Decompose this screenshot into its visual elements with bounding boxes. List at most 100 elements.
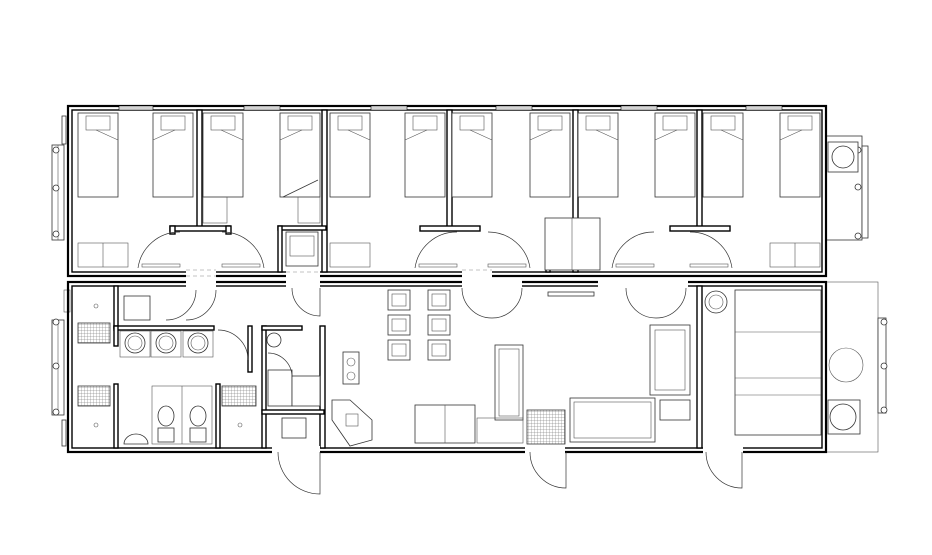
door-swing-icon: [487, 231, 531, 269]
table-inner: [431, 318, 447, 332]
door-leaf: [221, 263, 261, 268]
door-swing-icon: [461, 287, 523, 319]
door-leaf: [615, 263, 655, 268]
windows: [118, 105, 783, 111]
refrigerator-icon: [494, 344, 524, 421]
mechanical-room: [266, 332, 373, 447]
bed-frame: [152, 112, 194, 198]
door-swing-icon: [625, 287, 687, 319]
shower-icon: [77, 322, 111, 344]
blanket-fold: [654, 129, 678, 141]
pillow: [537, 115, 563, 131]
toilet-icon: [157, 405, 175, 427]
chair-icon: [659, 399, 691, 421]
bed-frame: [329, 112, 371, 198]
door-swing-icon: [414, 231, 458, 269]
bed-frame: [202, 112, 244, 198]
bed-icon: [779, 112, 821, 198]
bed-icon: [329, 112, 371, 198]
blanket-fold: [347, 129, 371, 141]
bed-icon: [152, 112, 194, 198]
pillow: [412, 115, 438, 131]
door-swing-icon: [137, 231, 181, 269]
kitchen-living: [414, 287, 691, 445]
door-leaf: [689, 263, 729, 268]
bed-frame: [404, 112, 446, 198]
sofa-icon: [569, 397, 656, 443]
shower-icon: [221, 385, 257, 407]
blanket-fold: [779, 129, 803, 141]
window-icon: [118, 105, 154, 111]
table-top: [387, 314, 411, 336]
pump-icon: [281, 417, 307, 439]
bed-frame: [702, 112, 744, 198]
bed-frame: [779, 112, 821, 198]
door-swing-icon: [705, 451, 743, 489]
table-inner: [431, 293, 447, 307]
door-swing-icon: [165, 289, 197, 321]
table-inner: [391, 343, 407, 357]
table-inner: [391, 318, 407, 332]
table-inner: [391, 293, 407, 307]
bathroom: [77, 289, 257, 445]
blanket-fold: [95, 129, 119, 141]
window-icon: [370, 105, 408, 111]
bed-icon: [702, 112, 744, 198]
sink-basin: [127, 335, 143, 351]
bedroom-doors[interactable]: [137, 231, 733, 269]
window-icon: [243, 105, 281, 111]
pillow: [787, 115, 813, 131]
door-leaf: [487, 263, 527, 268]
blanket-fold: [220, 129, 244, 141]
range-icon: [342, 351, 360, 385]
table-top: [387, 289, 411, 311]
pillow: [585, 115, 611, 131]
water-heater-icon: [266, 332, 282, 348]
bed-icon: [451, 112, 493, 198]
blanket-fold: [279, 129, 303, 141]
desks: [77, 242, 821, 268]
door-swing-icon: [611, 231, 655, 269]
bed-icon: [654, 112, 696, 198]
table-icon: [387, 314, 411, 336]
blanket-fold: [595, 129, 619, 141]
window-icon: [495, 105, 533, 111]
door-swing-icon: [277, 451, 321, 495]
bed-icon: [202, 112, 244, 198]
bed-icon: [529, 112, 571, 198]
pillow: [337, 115, 363, 131]
table-top: [427, 339, 451, 361]
closet: [526, 409, 566, 445]
exterior-doors[interactable]: [185, 287, 743, 495]
pillow: [210, 115, 236, 131]
bed-icon: [77, 112, 119, 198]
table-icon: [387, 289, 411, 311]
bed-frame: [279, 112, 321, 198]
table-icon: [427, 339, 451, 361]
bed-frame: [77, 112, 119, 198]
door-swing-icon: [291, 287, 321, 317]
ac-unit-icon: [829, 403, 857, 431]
door-swing-icon: [185, 289, 217, 321]
sofa-icon: [649, 324, 691, 396]
table-icon: [427, 314, 451, 336]
door-swing-icon: [217, 329, 249, 361]
vanity: [182, 330, 214, 358]
vanity: [150, 330, 182, 358]
door-swing-icon: [689, 231, 733, 269]
sink-basin: [190, 335, 206, 351]
blanket-fold: [152, 129, 176, 141]
pillow: [85, 115, 111, 131]
blanket-fold: [720, 129, 744, 141]
bunk-room: [704, 289, 822, 436]
blanket-fold: [469, 129, 493, 141]
window-icon: [620, 105, 658, 111]
washer-icon: [123, 295, 151, 321]
bed-frame: [529, 112, 571, 198]
door-swing-icon: [529, 451, 567, 489]
pillow: [710, 115, 736, 131]
pillow: [287, 115, 313, 131]
table-inner: [431, 343, 447, 357]
vanity: [119, 330, 151, 358]
